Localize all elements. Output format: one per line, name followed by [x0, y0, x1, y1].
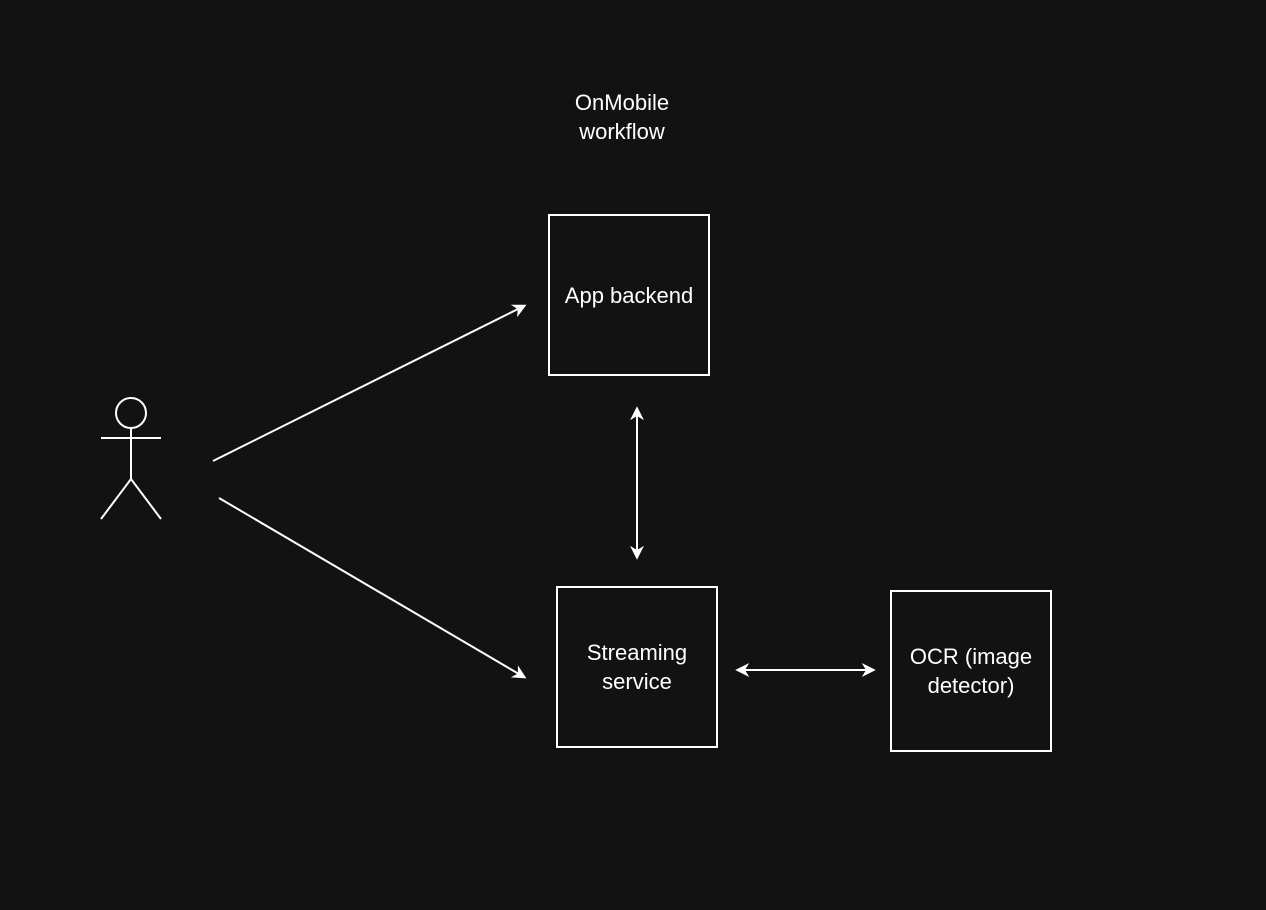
node-streaming-service[interactable]: Streaming service: [556, 586, 718, 748]
diagram-title: OnMobile workflow: [574, 90, 670, 144]
node-app-backend-label: App backend: [564, 282, 694, 308]
node-streaming-service-label: Streaming service: [586, 640, 688, 694]
arrow-actor-to-app-backend: [212, 304, 527, 462]
node-ocr[interactable]: OCR (image detector): [890, 590, 1052, 752]
user-actor-icon: [100, 397, 162, 520]
arrow-actor-to-streaming-service: [218, 497, 527, 679]
node-app-backend[interactable]: App backend: [548, 214, 710, 376]
node-ocr-label: OCR (image detector): [909, 644, 1033, 698]
